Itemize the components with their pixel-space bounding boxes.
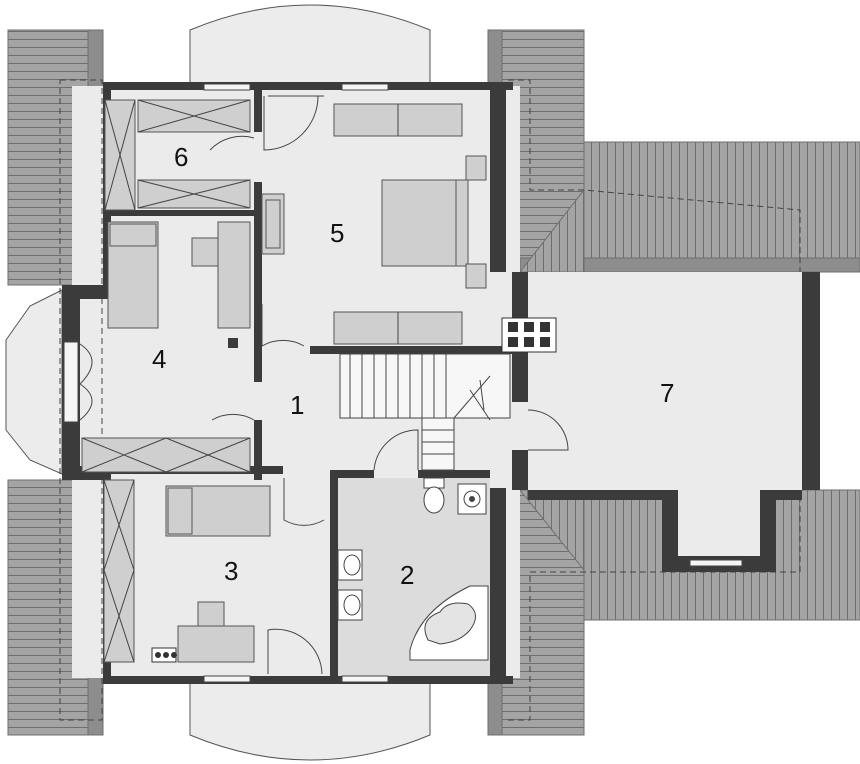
double-bed — [381, 179, 467, 267]
bottom-bay-window — [189, 679, 431, 761]
room-labels: 1 2 3 4 5 6 7 — [152, 142, 674, 590]
staircase — [339, 353, 511, 471]
left-bay-window — [5, 289, 63, 475]
wall-top — [103, 82, 513, 90]
room-label-1: 1 — [290, 390, 304, 420]
room-label-5: 5 — [330, 218, 344, 248]
room-label-2: 2 — [400, 560, 414, 590]
bay-windows — [5, 4, 431, 761]
bathroom-fixtures — [337, 477, 489, 661]
room-7-floor — [520, 272, 802, 490]
room-5-furniture — [261, 103, 487, 345]
windows — [63, 83, 743, 683]
wardrobe-4 — [81, 437, 251, 473]
wall-stairs-top — [310, 346, 512, 354]
top-bay-window — [189, 4, 431, 85]
wall-right-upper — [490, 82, 506, 272]
wall-partition-6 — [254, 82, 262, 132]
wall-bottom — [103, 676, 513, 684]
room-label-3: 3 — [224, 556, 238, 586]
desk-4 — [217, 221, 251, 329]
room-4-furniture — [81, 221, 251, 473]
room-6-furniture — [104, 99, 251, 211]
room-label-6: 6 — [174, 142, 188, 172]
room-3-furniture — [103, 479, 271, 663]
wall-right-lower — [490, 488, 506, 684]
wall-room7-right — [802, 272, 820, 490]
room-label-7: 7 — [660, 378, 674, 408]
dashed-lines — [59, 79, 801, 721]
roof-right-upper — [583, 141, 860, 273]
room-label-4: 4 — [152, 344, 166, 374]
chimney-block — [501, 317, 557, 353]
desk-3 — [177, 625, 255, 663]
doors — [79, 95, 569, 675]
